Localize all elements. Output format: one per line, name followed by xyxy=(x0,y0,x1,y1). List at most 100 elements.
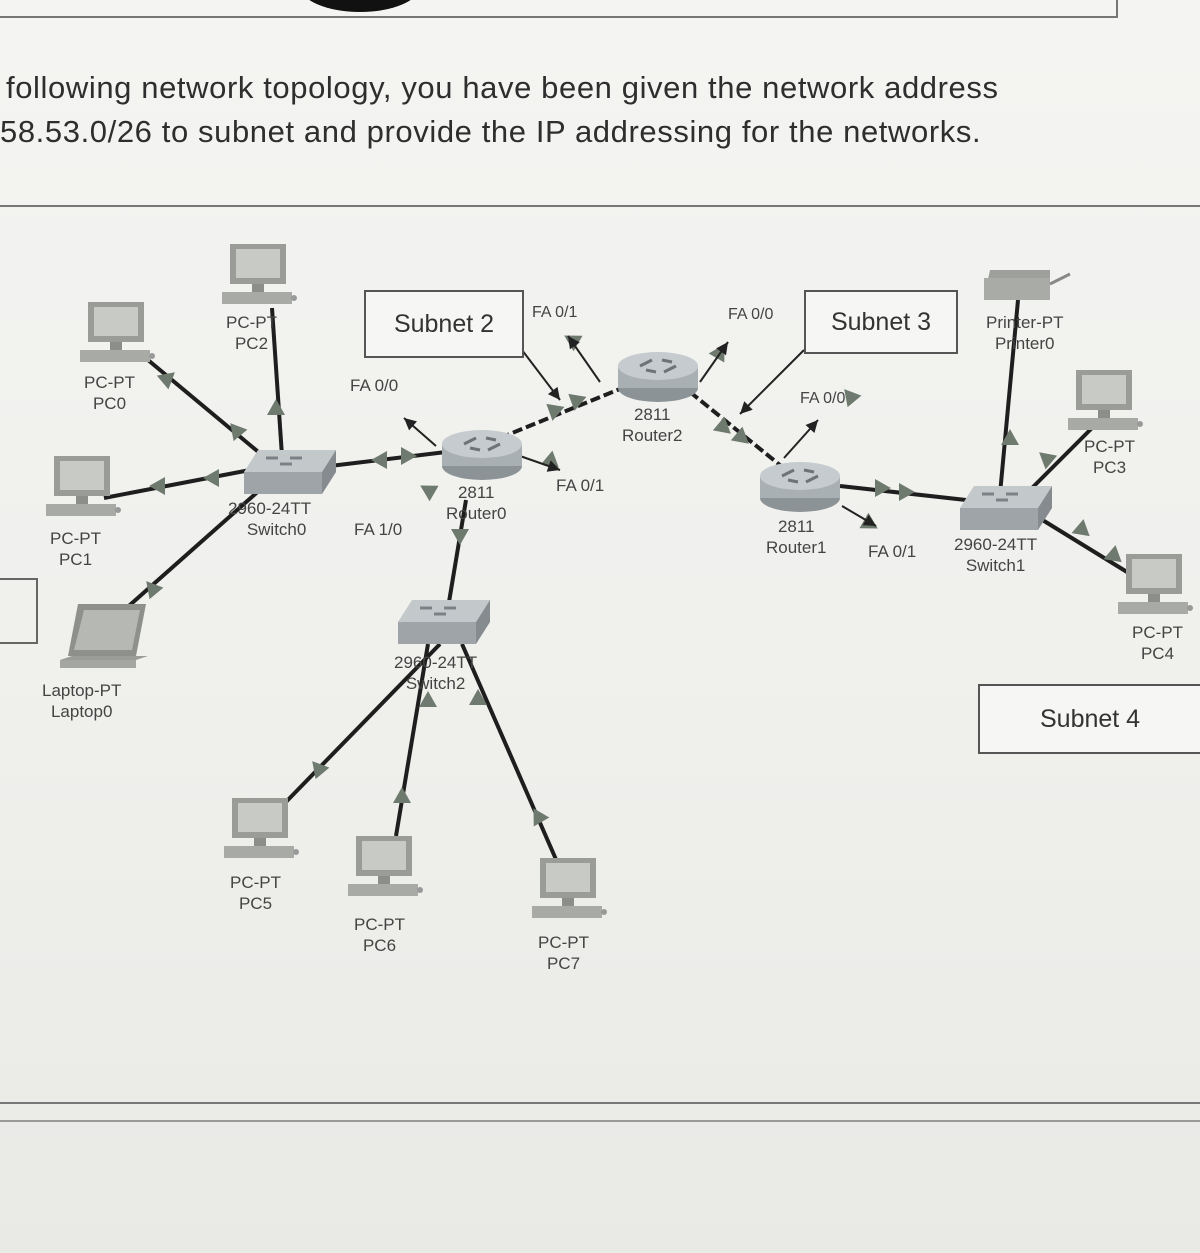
pc3-icon[interactable] xyxy=(1068,370,1144,441)
switch2-icon[interactable] xyxy=(398,600,490,653)
link-router0-router2 xyxy=(499,382,633,440)
router0-name: Router0 xyxy=(446,504,507,523)
link-laptop0-switch0 xyxy=(120,486,264,614)
pc4-name: PC4 xyxy=(1140,644,1175,663)
link-switch0-router0 xyxy=(329,450,447,468)
port-status-arrow-1 xyxy=(267,399,285,415)
port-status-arrow-5 xyxy=(203,469,219,487)
router2-fa00-label: FA 0/0 xyxy=(728,306,774,323)
port-status-arrow-15 xyxy=(546,403,565,421)
port-status-arrow-13 xyxy=(469,689,487,705)
pc6-name: PC6 xyxy=(362,936,397,955)
switch0-icon[interactable] xyxy=(244,450,336,503)
pc0-type: PC-PT xyxy=(84,373,135,392)
pc4-type: PC-PT xyxy=(1132,623,1183,642)
router0-icon[interactable] xyxy=(440,428,524,487)
annotation-head-subnet2-to-r0-fa00 xyxy=(404,418,417,431)
router1-name: Router1 xyxy=(766,538,827,557)
annotation-subnet3-arrow xyxy=(739,349,805,415)
link-router1-switch1 xyxy=(839,484,985,504)
router1-fa00-label: FA 0/0 xyxy=(800,390,846,407)
prompt-line-2: 58.53.0/26 to subnet and provide the IP … xyxy=(0,114,982,149)
port-status-arrow-19 xyxy=(875,479,891,497)
router1-fa01-label: FA 0/1 xyxy=(868,542,917,561)
section-divider-top xyxy=(0,205,1200,207)
section-divider-bottom xyxy=(0,1102,1200,1104)
pc7-type: PC-PT xyxy=(538,933,589,952)
link-router2-router1 xyxy=(688,390,788,472)
port-status-arrow-23 xyxy=(1071,519,1090,537)
switch2-type: 2960-24TT xyxy=(394,653,478,672)
port-status-arrow-26 xyxy=(844,389,862,408)
link-pc4-switch1 xyxy=(1034,514,1142,582)
port-status-arrow-27 xyxy=(420,485,439,502)
port-status-arrow-4 xyxy=(149,477,165,495)
section-divider-lower xyxy=(0,1120,1200,1122)
pc2-name: PC2 xyxy=(234,334,269,353)
port-status-arrow-7 xyxy=(371,451,387,469)
printer0-name: Printer0 xyxy=(994,334,1055,353)
prompt-line-1: following network topology, you have bee… xyxy=(6,70,999,105)
port-status-arrow-10 xyxy=(312,761,330,780)
switch2-name: Switch2 xyxy=(405,674,466,693)
pc5-type: PC-PT xyxy=(230,873,281,892)
link-switch2-pc5 xyxy=(280,642,442,808)
switch2-label: 2960-24TT Switch2 xyxy=(394,652,477,694)
annotation-head-r1-fa00-arrow xyxy=(805,420,818,433)
subnet-4-box: Subnet 4 xyxy=(978,684,1200,754)
left-margin-box xyxy=(0,578,38,644)
router2-name: Router2 xyxy=(622,426,683,445)
pc6-type: PC-PT xyxy=(354,915,405,934)
laptop0-name: Laptop0 xyxy=(50,702,113,721)
router0-type: 2811 xyxy=(457,483,495,502)
printer0-type: Printer-PT xyxy=(986,313,1064,332)
pc1-name: PC1 xyxy=(58,550,93,569)
router0-fa10-label: FA 1/0 xyxy=(354,520,403,539)
pc1-label: PC-PT PC1 xyxy=(50,528,101,570)
port-status-arrow-3 xyxy=(156,372,175,390)
switch1-icon[interactable] xyxy=(960,486,1052,539)
laptop0-icon[interactable] xyxy=(60,604,150,679)
pc6-icon[interactable] xyxy=(348,836,424,907)
pc7-icon[interactable] xyxy=(532,858,608,929)
annotation-head-subnet2-arrow xyxy=(547,386,560,400)
annotation-head-r0-to-fa01 xyxy=(546,460,560,472)
pc1-type: PC-PT xyxy=(50,529,101,548)
pc4-label: PC-PT PC4 xyxy=(1132,622,1183,664)
annotation-head-r2-fa01-arrow xyxy=(568,336,580,350)
pc4-icon[interactable] xyxy=(1118,554,1194,625)
port-status-arrow-12 xyxy=(393,787,411,803)
port-status-arrow-21 xyxy=(1001,429,1019,445)
pc5-icon[interactable] xyxy=(224,798,300,869)
link-printer0-switch1 xyxy=(998,299,1020,495)
subnet-3-box: Subnet 3 xyxy=(804,290,958,354)
pc0-label: PC-PT PC0 xyxy=(84,372,135,414)
port-status-arrow-6 xyxy=(146,581,164,600)
pc7-name: PC7 xyxy=(546,954,581,973)
port-status-arrow-9 xyxy=(451,529,469,545)
router0-fa00-label: FA 0/0 xyxy=(350,376,399,395)
port-status-arrow-11 xyxy=(419,691,437,707)
pc2-icon[interactable] xyxy=(222,244,298,315)
router1-icon[interactable] xyxy=(758,460,842,519)
port-status-arrow-16 xyxy=(568,393,587,411)
annotation-head-r1-fa01-arrow xyxy=(862,514,876,526)
router1-type: 2811 xyxy=(777,517,815,536)
router2-icon[interactable] xyxy=(616,350,700,409)
switch1-type: 2960-24TT xyxy=(954,535,1038,554)
port-status-arrow-22 xyxy=(1039,452,1058,470)
pc1-icon[interactable] xyxy=(46,456,122,527)
pc0-icon[interactable] xyxy=(80,302,156,373)
router0-fa01-label: FA 0/1 xyxy=(556,476,605,495)
pc0-name: PC0 xyxy=(92,394,127,413)
printer0-icon[interactable] xyxy=(984,268,1076,313)
link-switch2-pc7 xyxy=(460,643,560,865)
